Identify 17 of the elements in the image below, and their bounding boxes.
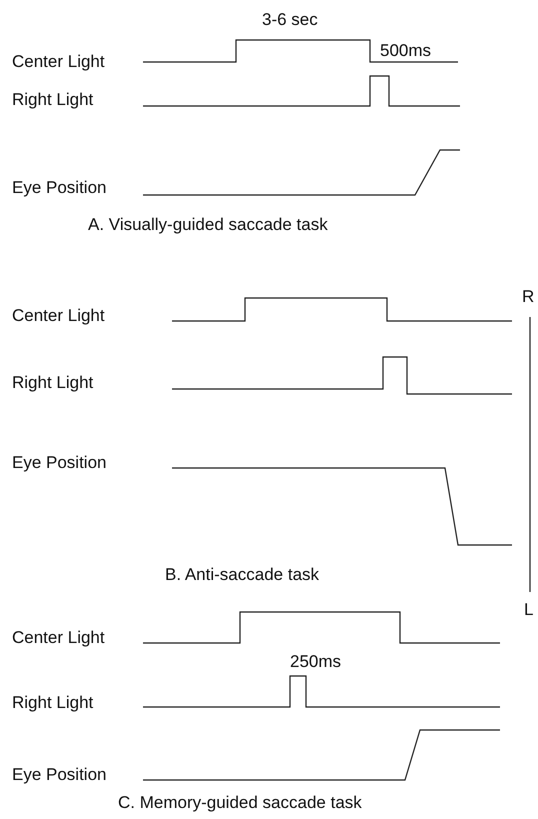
signal-name: Right Light bbox=[12, 693, 94, 713]
signal-name: Center Light bbox=[12, 306, 105, 326]
signal-name: Right Light bbox=[12, 373, 94, 393]
signal-name: Right Light bbox=[12, 90, 94, 110]
scale-label: R bbox=[522, 287, 534, 307]
signal-name: Eye Position bbox=[12, 453, 106, 473]
panel-caption: C. Memory-guided saccade task bbox=[118, 793, 362, 813]
duration-label: 250ms bbox=[290, 652, 342, 672]
panel-caption: A. Visually-guided saccade task bbox=[88, 215, 328, 235]
signal-name: Center Light bbox=[12, 628, 105, 648]
panel-caption: B. Anti-saccade task bbox=[165, 565, 320, 585]
duration-label: 500ms bbox=[380, 41, 432, 61]
duration-label: 3-6 sec bbox=[262, 10, 318, 30]
signal-name: Center Light bbox=[12, 52, 105, 72]
signal-name: Eye Position bbox=[12, 765, 106, 785]
scale-label: L bbox=[524, 600, 534, 620]
signal-name: Eye Position bbox=[12, 178, 106, 198]
